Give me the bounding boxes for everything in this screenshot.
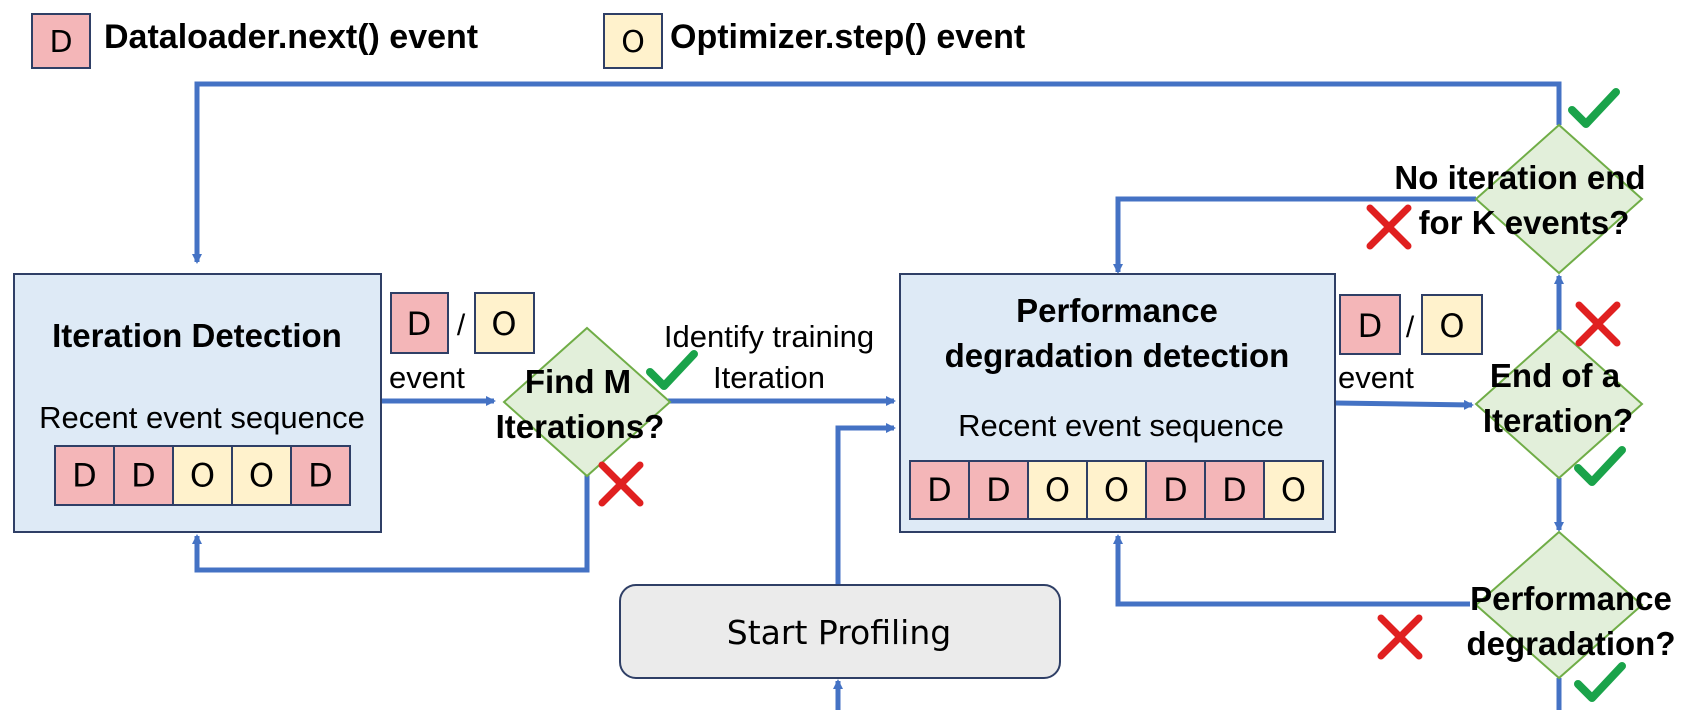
perf-degradation-diamond	[1474, 530, 1644, 680]
check-icon	[1568, 88, 1620, 128]
event-input-1-label: event	[389, 360, 465, 395]
event-cell-dataloader: D	[54, 445, 115, 506]
no-iter-end-line2: for K events?	[1419, 204, 1630, 241]
find-m-line2: Iterations?	[496, 408, 665, 445]
perf-degradation-line1: Performance	[1470, 580, 1672, 617]
event-cell-letter: D	[927, 471, 952, 509]
check-icon	[1574, 662, 1626, 702]
identify-line1: Identify training	[664, 319, 874, 354]
no-iter-end-line1: No iteration end	[1394, 159, 1645, 196]
event-input-1-o-box	[474, 292, 535, 354]
event-cell-letter: D	[72, 457, 97, 495]
event-cell-dataloader: D	[1145, 460, 1206, 520]
no-iter-end-decision: No iteration end for K events?	[1394, 123, 1646, 275]
perf-detection-title-line1: Performance	[1016, 292, 1218, 329]
start-profiling-box	[619, 584, 1061, 679]
legend-o-text: Optimizer.step() event	[670, 18, 1025, 56]
arrow-perf-to-end	[1334, 399, 1474, 410]
event-cell-letter: D	[308, 457, 333, 495]
event-cell-optimizer: O	[1086, 460, 1147, 520]
event-input-2-d-box	[1339, 294, 1401, 355]
identify-line2: Iteration	[713, 360, 825, 395]
iteration-detection-title: Iteration Detection	[52, 317, 342, 354]
event-cell-letter: D	[1222, 471, 1247, 509]
event-cell-letter: O	[190, 457, 215, 495]
event-cell-dataloader: D	[290, 445, 351, 506]
start-profiling-label: Start Profiling	[727, 613, 951, 652]
event-input-1: D / O event	[389, 292, 535, 395]
arrow-perfdeg-no	[1113, 534, 1470, 607]
event-cell-dataloader: D	[909, 460, 970, 520]
event-cell-optimizer: O	[172, 445, 233, 506]
event-cell-optimizer: O	[231, 445, 292, 506]
event-cell-letter: D	[1163, 471, 1188, 509]
event-cell-optimizer: O	[1027, 460, 1088, 520]
perf-detection-panel: Performance degradation detection Recent…	[899, 273, 1336, 533]
perf-detection-title-line2: degradation detection	[945, 337, 1290, 374]
iteration-detection-recent-label: Recent event sequence	[39, 400, 365, 435]
marks	[598, 88, 1626, 702]
event-cell-dataloader: D	[113, 445, 174, 506]
cross-icon	[598, 461, 644, 507]
end-iter-line2: Iteration?	[1483, 402, 1633, 439]
arrow-findm-no	[192, 472, 590, 573]
start-profiling: Start Profiling	[619, 584, 1061, 679]
arrow-loop-top	[192, 81, 1562, 264]
perf-degradation-line2: degradation?	[1466, 625, 1675, 662]
event-input-2-slash: /	[1406, 311, 1415, 344]
legend: D Dataloader.next() event O Optimizer.st…	[31, 13, 1025, 69]
event-cell-dataloader: D	[1204, 460, 1265, 520]
event-cell-letter: D	[131, 457, 156, 495]
event-cell-dataloader: D	[968, 460, 1029, 520]
legend-d-text: Dataloader.next() event	[104, 18, 478, 56]
legend-d-swatch	[31, 13, 91, 69]
event-input-2-o-box	[1421, 294, 1483, 355]
event-input-2-d: D	[1358, 307, 1383, 345]
cross-icon	[1377, 614, 1423, 660]
perf-degradation-decision: Performance degradation?	[1466, 530, 1676, 680]
event-input-2-label: event	[1338, 360, 1414, 395]
event-input-1-o: O	[491, 305, 516, 343]
legend-o-swatch	[603, 13, 663, 69]
no-iter-end-diamond	[1474, 123, 1644, 275]
perf-detection-recent-label: Recent event sequence	[958, 408, 1284, 443]
arrow-noiter-no	[1113, 196, 1476, 274]
find-m-decision: Find M Iterations?	[496, 326, 672, 478]
event-cell-letter: O	[249, 457, 274, 495]
event-cell-letter: O	[1104, 471, 1129, 509]
end-iter-line1: End of a	[1490, 357, 1621, 394]
end-iter-diamond	[1474, 328, 1644, 480]
find-m-diamond	[502, 326, 672, 478]
event-cell-letter: O	[1281, 471, 1306, 509]
event-input-2: D / O event	[1338, 294, 1483, 395]
event-input-1-d: D	[407, 305, 432, 343]
arrow-perfdeg-yes	[833, 678, 1562, 710]
event-cell-letter: D	[986, 471, 1011, 509]
check-icon	[1574, 446, 1626, 486]
event-cell-optimizer: O	[1263, 460, 1324, 520]
event-cell-letter: O	[1045, 471, 1070, 509]
find-m-line1: Find M	[525, 363, 631, 400]
legend-d-letter: D	[49, 25, 72, 60]
cross-icon	[1575, 301, 1621, 347]
event-input-1-d-box	[390, 292, 449, 354]
end-iter-decision: End of a Iteration?	[1474, 328, 1644, 480]
cross-icon	[1366, 204, 1412, 250]
event-input-2-o: O	[1439, 307, 1464, 345]
arrow-start-to-perf	[835, 423, 896, 584]
event-input-1-slash: /	[457, 309, 466, 342]
iteration-detection-panel: Iteration Detection Recent event sequenc…	[13, 273, 382, 533]
check-icon	[646, 350, 698, 390]
connectors	[192, 81, 1564, 710]
legend-o-letter: O	[621, 25, 645, 60]
